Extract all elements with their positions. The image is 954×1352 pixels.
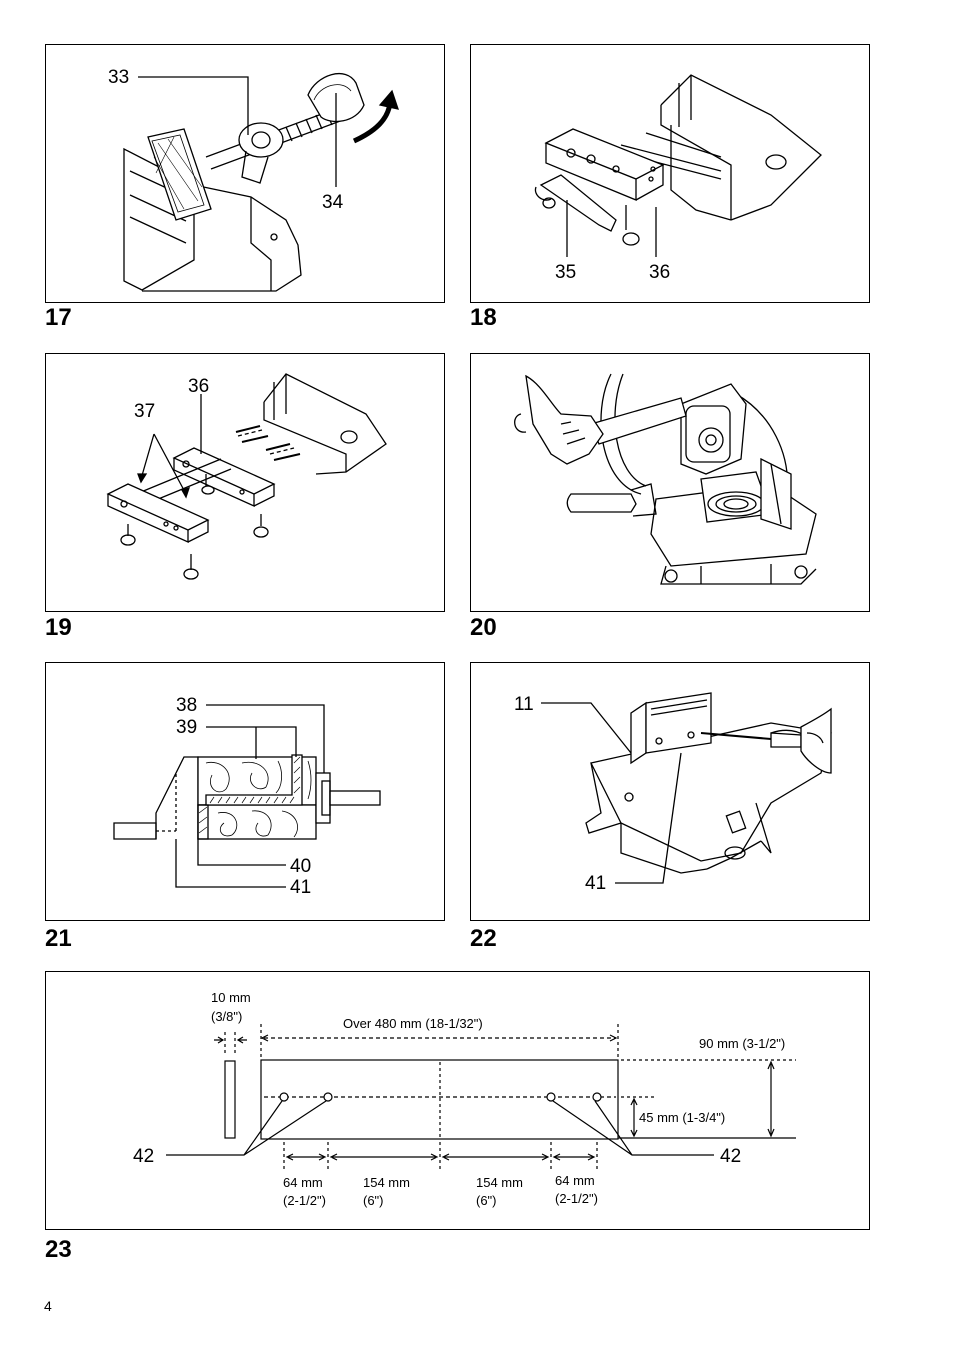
figure-21-panel: 38 39 40 41 (45, 662, 445, 921)
figure-23-panel: 10 mm (3/8") Over 480 mm (18-1/32") 90 m… (45, 971, 870, 1230)
spacing-3-in: (6") (476, 1193, 497, 1208)
figure-number-19: 19 (45, 614, 72, 641)
callout-41-fig21: 41 (290, 877, 311, 898)
hole-height-label: 45 mm (1-3/4") (639, 1110, 725, 1125)
callout-33: 33 (108, 67, 129, 88)
callout-36-fig19: 36 (188, 376, 209, 397)
page-number: 4 (44, 1298, 52, 1314)
callout-39: 39 (176, 717, 197, 738)
facing-dimension-diagram: 10 mm (3/8") Over 480 mm (18-1/32") 90 m… (133, 990, 796, 1208)
callout-36-fig18: 36 (649, 262, 670, 283)
length-label: Over 480 mm (18-1/32") (343, 1016, 483, 1031)
saw-operation-illustration (514, 373, 817, 585)
thickness-label-in: (3/8") (211, 1009, 242, 1024)
callout-41-fig22: 41 (585, 873, 606, 894)
figure-number-17: 17 (45, 304, 72, 331)
spacing-2-in: (6") (363, 1193, 384, 1208)
figure-19-panel: 36 37 (45, 353, 445, 612)
figure-number-20: 20 (470, 614, 497, 641)
figure-18-panel: 35 36 (470, 44, 870, 303)
spacing-2-mm: 154 mm (363, 1175, 410, 1190)
height-label: 90 mm (3-1/2") (699, 1036, 785, 1051)
facing-installation-illustration: 11 41 (514, 692, 832, 894)
spacing-3-mm: 154 mm (476, 1175, 523, 1190)
figure-number-18: 18 (470, 304, 497, 331)
vise-holder-illustration: 35 36 (534, 74, 822, 283)
callout-42-left: 42 (133, 1146, 154, 1167)
holder-assembly-illustration: 36 37 (106, 373, 387, 580)
spacing-1-mm: 64 mm (283, 1175, 323, 1190)
figure-22-panel: 11 41 (470, 662, 870, 921)
wood-facing-diagram: 38 39 40 41 (113, 695, 381, 898)
callout-37: 37 (134, 401, 155, 422)
callout-40: 40 (290, 856, 311, 877)
spacing-4-in: (2-1/2") (555, 1191, 598, 1206)
spacing-1-in: (2-1/2") (283, 1193, 326, 1208)
figure-number-21: 21 (45, 925, 72, 952)
thickness-label-mm: 10 mm (211, 990, 251, 1005)
callout-38: 38 (176, 695, 197, 716)
vise-knob-illustration: 33 34 (108, 67, 399, 292)
callout-34: 34 (322, 192, 344, 213)
callout-42-right: 42 (720, 1146, 741, 1167)
spacing-4-mm: 64 mm (555, 1173, 595, 1188)
figure-20-panel (470, 353, 870, 612)
callout-35: 35 (555, 262, 576, 283)
callout-11: 11 (514, 694, 534, 715)
figure-number-22: 22 (470, 925, 497, 952)
figure-17-panel: 33 34 (45, 44, 445, 303)
figure-number-23: 23 (45, 1236, 72, 1263)
